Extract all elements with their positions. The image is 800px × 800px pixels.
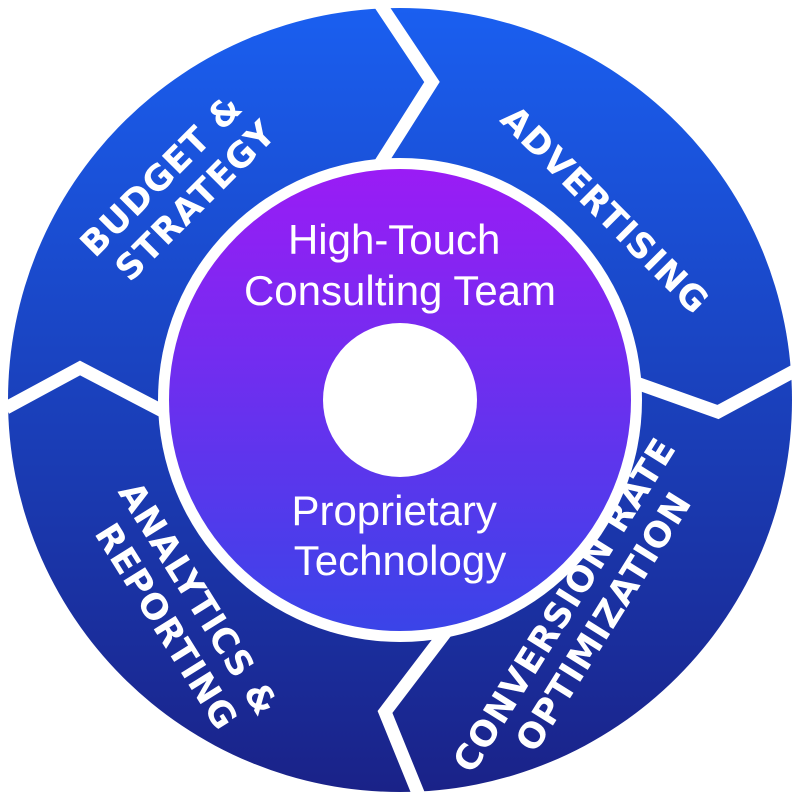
hub-top-line-1: High-Touch <box>288 216 500 263</box>
hub-center-hole <box>323 323 477 477</box>
hub-top-line-2: Consulting Team <box>244 267 556 314</box>
divider-top <box>369 0 440 176</box>
hub-bottom-line-1: Proprietary <box>291 487 496 534</box>
divider-bottom <box>377 616 461 800</box>
hub-bottom-label: Proprietary Technology <box>291 487 508 584</box>
divider-right <box>625 364 800 420</box>
hub-top-label: High-Touch Consulting Team <box>244 216 556 314</box>
hub-bottom-line-2: Technology <box>294 537 506 584</box>
divider-left <box>2 360 176 422</box>
